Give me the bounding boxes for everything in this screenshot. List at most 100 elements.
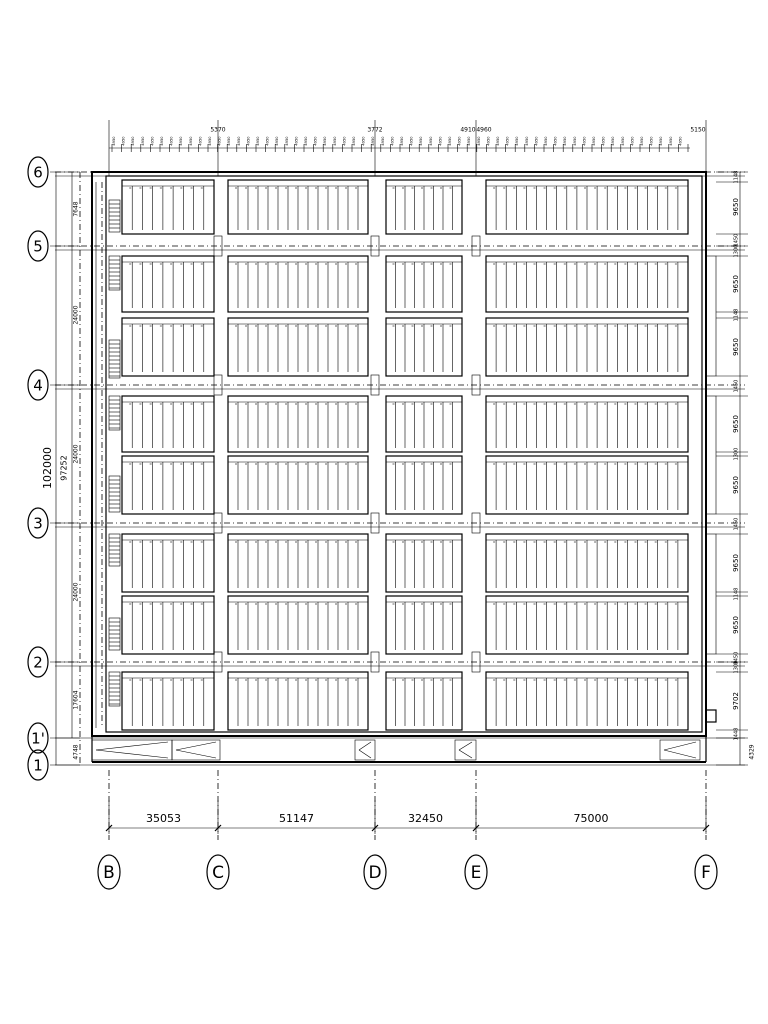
top-dim-label: 4950 [141,136,145,146]
top-dim-label: 4950 [285,136,289,146]
row-bubble [27,507,49,539]
bottom-dim-slash [371,824,379,832]
top-dim-label: 4950 [448,136,452,146]
ramp-line [95,741,169,751]
right-dim-label: 9650 [732,198,740,216]
storage-block [121,455,215,515]
storage-block [227,179,369,235]
storage-block [227,533,369,593]
right-dim-label: 1148 [734,588,740,601]
top-dim-label: 4950 [390,136,394,146]
right-dim-label: 9650 [732,616,740,634]
storage-block [121,255,215,313]
left-dim-overall: 102000 [41,447,54,489]
top-dim-label: 4950 [179,136,183,146]
top-dim-label: 4950 [218,136,222,146]
top-dim-label: 4950 [400,136,404,146]
column-pier [471,374,481,396]
column-pier [471,235,481,257]
bottom-span-label: 51147 [279,812,314,825]
row-bubble [27,749,49,781]
right-dim-label: 9650 [732,338,740,356]
ramp-line [175,749,217,759]
right-dim-label: 1148 [734,309,740,322]
storage-blocks [121,179,689,731]
left-dim-segment: 17604 [73,690,80,709]
storage-block [485,455,689,515]
bottom-span-label: 75000 [574,812,609,825]
top-dim-label: 4950 [515,136,519,146]
ramp-line [663,749,697,759]
storage-block [385,455,463,515]
top-dim-label: 4950 [419,136,423,146]
top-dim-label: 4950 [333,136,337,146]
ramp-line [358,741,372,751]
top-dim-label: 4950 [496,136,500,146]
column-bubble-b [97,854,121,890]
top-dim-label: 4950 [429,136,433,146]
ramp-line [175,741,217,751]
top-dim-label: 4950 [314,136,318,146]
top-dim-label: 4950 [266,136,270,146]
storage-block [227,671,369,731]
top-dim-label: 4950 [554,136,558,146]
column-bubble-label: F [701,863,711,883]
ramp-section [659,739,701,761]
stair-block [108,671,121,707]
storage-block [227,317,369,377]
top-dim-label: 4950 [563,136,567,146]
column-bubble-label: D [368,863,381,883]
bottom-dim-slash [214,824,222,832]
column-pier [370,651,380,673]
right-dim-label: 1450 [734,234,740,247]
top-dim-label: 4950 [611,136,615,146]
right-wall-recess [705,395,717,515]
top-dim-label: 4950 [621,136,625,146]
ramp-section [354,739,376,761]
storage-block [385,317,463,377]
top-dim-special: 4960 [476,127,491,134]
row-bubble-label: 3 [33,515,43,533]
storage-block [121,671,215,731]
top-dim-label: 4950 [438,136,442,146]
bottom-span-label: 35053 [146,812,181,825]
column-bubble-label: C [212,863,224,883]
row-bubble-label: 6 [33,164,43,182]
storage-block [227,595,369,655]
top-dim-label: 4950 [294,136,298,146]
row-bubble [27,369,49,401]
ramp-line [95,749,169,759]
storage-block [121,179,215,235]
top-dim-label: 4950 [122,136,126,146]
top-dim-special: 3772 [367,127,382,134]
stair-block [108,255,121,291]
stair-block [108,339,121,379]
top-dim-label: 4950 [189,136,193,146]
top-dim-label: 4950 [237,136,241,146]
column-bubble-c [206,854,230,890]
top-dim-label: 4950 [525,136,529,146]
storage-block [385,395,463,453]
storage-block [485,179,689,235]
row-bubble [27,230,49,262]
right-dim-label: 9650 [732,415,740,433]
left-dim-segment: 7648 [73,201,80,216]
storage-block [121,395,215,453]
top-dim-label: 4950 [582,136,586,146]
ramp-line [663,741,697,751]
row-bubble-label: 5 [33,238,43,256]
ramp-line [458,741,473,751]
stair-block [108,395,121,431]
storage-block [121,533,215,593]
left-dim-segment: 4748 [73,744,80,759]
top-dim-label: 4950 [381,136,385,146]
top-dim-special: 5150 [690,127,705,134]
column-bubble-label: B [103,863,115,883]
top-dim-label: 4950 [131,136,135,146]
top-dim-label: 4950 [208,136,212,146]
top-dim-label: 4950 [170,136,174,146]
top-dim-label: 4950 [630,136,634,146]
row-bubble-label: 1' [31,730,45,748]
